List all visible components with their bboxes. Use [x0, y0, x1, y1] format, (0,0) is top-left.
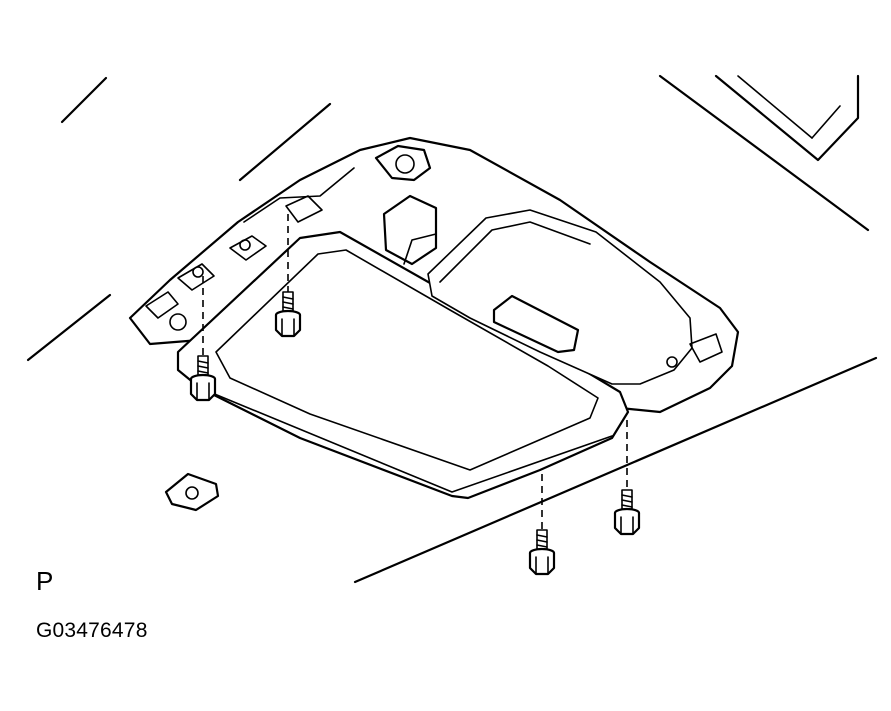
figure-id: G03476478	[36, 619, 148, 642]
mounting-bolt	[528, 529, 556, 576]
headliner-clip	[164, 472, 220, 512]
roof-headliner	[26, 74, 878, 584]
mounting-bolt	[189, 355, 217, 402]
view-label: P	[36, 566, 54, 596]
mounting-bolt	[613, 489, 641, 536]
overhead-console-bracket	[128, 136, 740, 500]
bolt-guide-lines	[202, 214, 628, 530]
mounting-bolt	[274, 291, 302, 338]
